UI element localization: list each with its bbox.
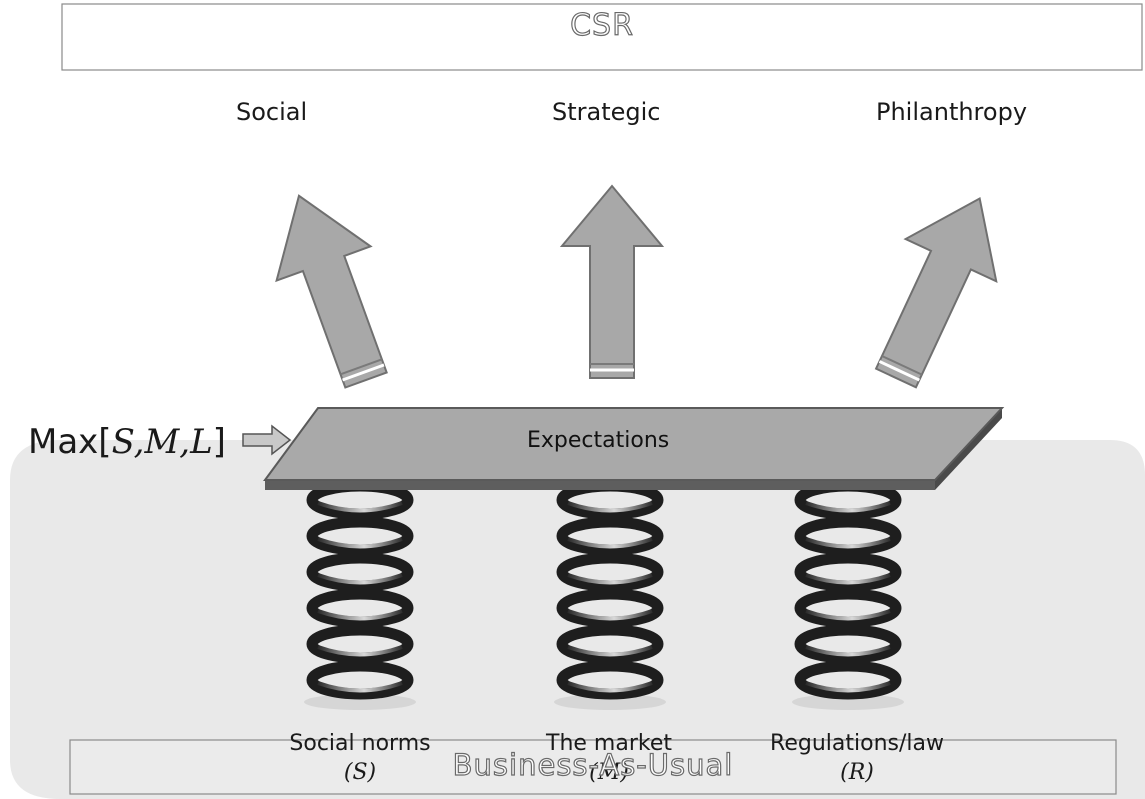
outcome-philanthropy: Philanthropy <box>876 98 1028 126</box>
csr-box <box>61 3 1143 71</box>
max-label: Max[S,M,L] <box>28 422 226 462</box>
outcome-strategic: Strategic <box>552 98 661 126</box>
expectations-platform <box>263 407 1005 490</box>
max-vars: S,M,L <box>111 422 213 462</box>
spring-symbol-r: (R) <box>840 760 874 785</box>
business-as-usual-title: Business-As-Usual <box>452 747 734 782</box>
arrow-philanthropy <box>874 197 998 389</box>
spring-symbol-m: (M) <box>589 760 629 785</box>
max-open-bracket: [ <box>98 422 112 462</box>
outcome-social: Social <box>236 98 308 126</box>
spring-label-social-norms: Social norms <box>289 731 431 756</box>
business-as-usual-box <box>69 739 1117 795</box>
expectations-label: Expectations <box>527 428 670 453</box>
springs <box>304 480 904 710</box>
csr-title: CSR <box>569 7 634 43</box>
max-prefix: Max <box>28 422 99 462</box>
arrow-strategic <box>559 184 665 379</box>
spring-label-regulations-law: Regulations/law <box>770 731 944 756</box>
arrow-social <box>275 194 388 389</box>
max-arrow <box>242 424 292 456</box>
max-close-bracket: ] <box>212 422 226 462</box>
spring-social-norms <box>304 480 416 710</box>
spring-symbol-s: (S) <box>343 760 377 785</box>
spring-label-the-market: The market <box>546 731 672 756</box>
